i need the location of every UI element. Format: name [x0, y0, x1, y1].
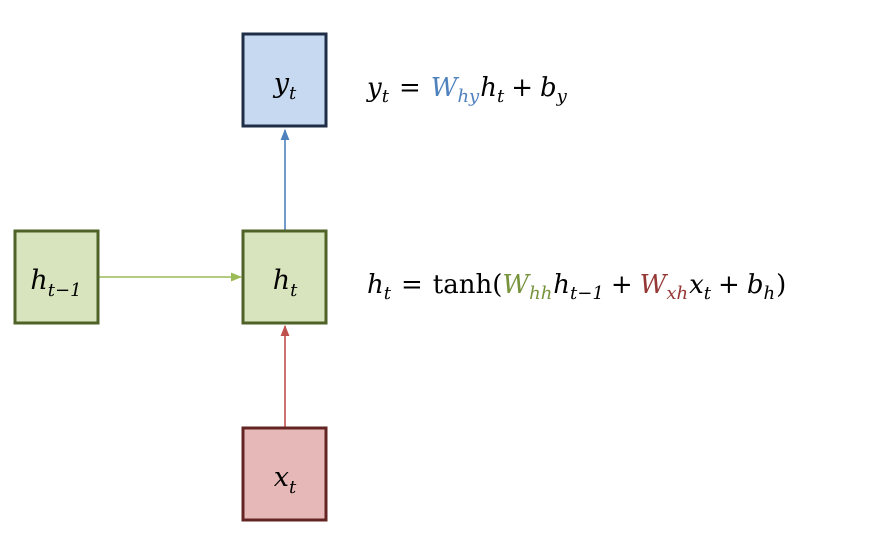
- output-node-label: yt: [273, 68, 297, 104]
- input-node-label: xt: [274, 462, 297, 498]
- output-equation: yt=Whyht+by: [366, 73, 568, 107]
- hidden-node: ht: [241, 229, 328, 325]
- output-weight: W: [431, 73, 460, 103]
- output-node-box: [241, 32, 328, 128]
- input-node-box: [241, 426, 328, 522]
- previous-hidden-node-label: ht−1: [30, 265, 81, 301]
- output-node: yt: [241, 32, 328, 128]
- hidden-node-label: ht: [273, 265, 298, 301]
- recurrent-weight: W: [502, 270, 531, 300]
- input-weight: W: [640, 270, 669, 300]
- hidden-node-box: [241, 229, 328, 325]
- input-node: xt: [241, 426, 328, 522]
- previous-hidden-node: ht−1: [13, 229, 100, 325]
- hidden-state-equation: ht=tanh(Whhht−1+Wxhxt+bh): [367, 270, 786, 304]
- previous-hidden-node-box: [13, 229, 100, 325]
